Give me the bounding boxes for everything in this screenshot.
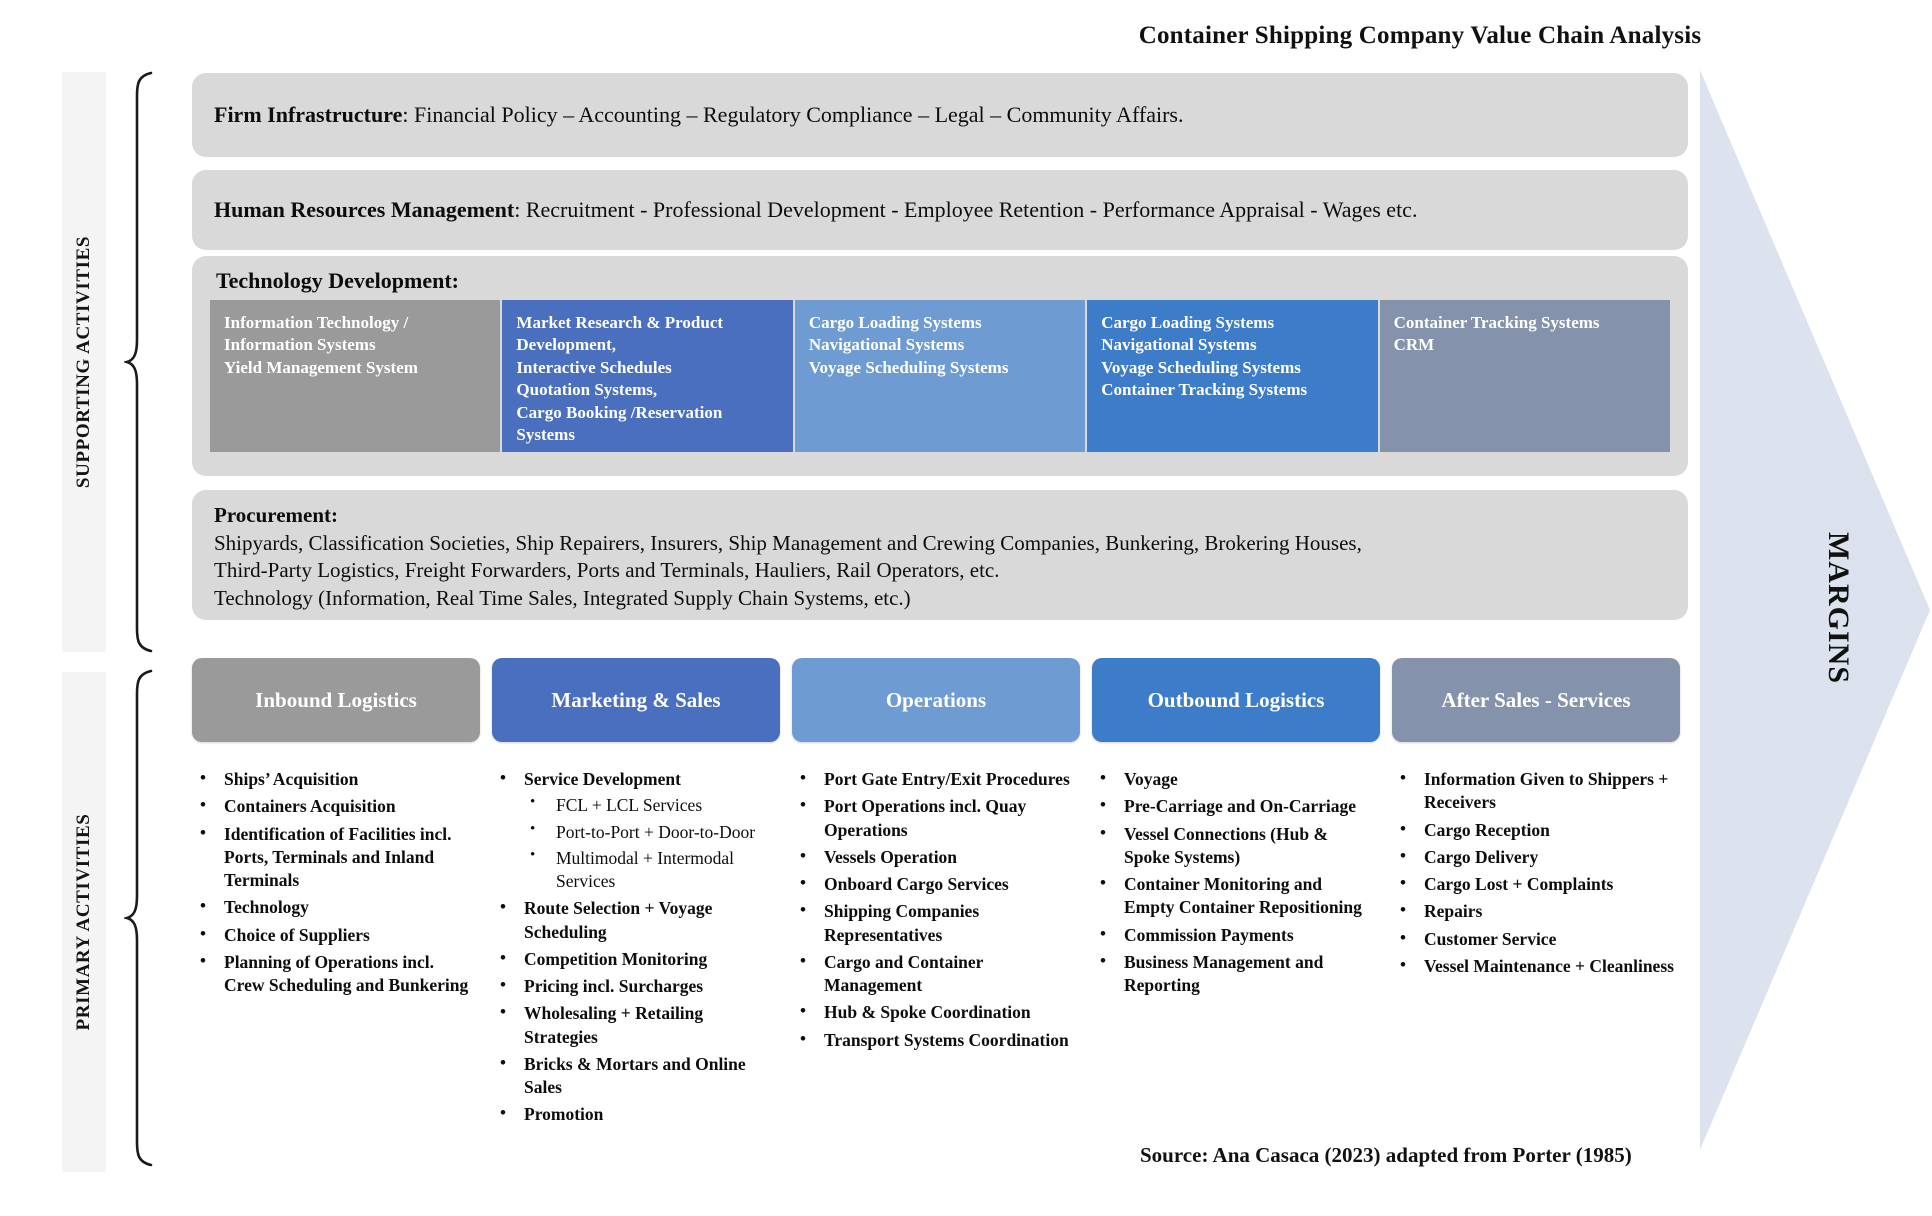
procurement-label: Procurement: (214, 503, 339, 527)
sub-list-item: FCL + LCL Services (524, 793, 776, 817)
technology-box-4: Cargo Loading Systems Navigational Syste… (1087, 300, 1378, 452)
technology-box-5: Container Tracking Systems CRM (1379, 300, 1671, 452)
bullet-list: Service DevelopmentFCL + LCL ServicesPor… (492, 767, 776, 1127)
list-item: Cargo Delivery (1392, 845, 1676, 869)
list-item: Planning of Operations incl. Crew Schedu… (192, 950, 476, 998)
list-item: Identification of Facilities incl. Ports… (192, 822, 476, 893)
technology-development-boxes: Information Technology / Information Sys… (202, 300, 1678, 452)
technology-box-2: Market Research & Product Development, I… (502, 300, 793, 452)
technology-box-text: Market Research & Product Development, I… (516, 313, 724, 445)
list-item: Bricks & Mortars and Online Sales (492, 1052, 776, 1100)
primary-column-header-marketing-sales[interactable]: Marketing & Sales (492, 658, 780, 742)
list-item: Cargo and Container Management (792, 950, 1076, 998)
bullet-list: VoyagePre-Carriage and On-CarriageVessel… (1092, 767, 1376, 998)
primary-activities-label: PRIMARY ACTIVITIES (73, 813, 94, 1031)
firm-infrastructure-text: : Financial Policy – Accounting – Regula… (402, 102, 1184, 127)
supporting-activities-band: SUPPORTING ACTIVITIES (62, 72, 106, 652)
list-item: Service DevelopmentFCL + LCL ServicesPor… (492, 767, 776, 894)
primary-column-after-sales-services: After Sales - ServicesInformation Given … (1392, 658, 1680, 1131)
list-item: Onboard Cargo Services (792, 872, 1076, 896)
primary-activities-band: PRIMARY ACTIVITIES (62, 672, 106, 1172)
list-item: Ships’ Acquisition (192, 767, 476, 791)
procurement-row: Procurement: Shipyards, Classification S… (192, 490, 1688, 620)
bullet-list: Ships’ AcquisitionContainers Acquisition… (192, 767, 476, 998)
list-item: Vessel Maintenance + Cleanliness (1392, 954, 1676, 978)
list-item: Cargo Reception (1392, 818, 1676, 842)
procurement-line: Technology (Information, Real Time Sales… (214, 586, 911, 611)
firm-infrastructure-row: Firm Infrastructure: Financial Policy – … (192, 73, 1688, 157)
list-item: Wholesaling + Retailing Strategies (492, 1001, 776, 1049)
list-item: Customer Service (1392, 927, 1676, 951)
list-item: Shipping Companies Representatives (792, 899, 1076, 947)
supporting-activities-brace (124, 70, 154, 654)
technology-box-text: Container Tracking Systems CRM (1393, 313, 1600, 355)
list-item: Information Given to Shippers + Receiver… (1392, 767, 1676, 815)
primary-column-body-inbound-logistics: Ships’ AcquisitionContainers Acquisition… (192, 767, 480, 998)
primary-column-operations: OperationsPort Gate Entry/Exit Procedure… (792, 658, 1080, 1131)
source-attribution: Source: Ana Casaca (2023) adapted from P… (1140, 1143, 1632, 1167)
list-item: Port Gate Entry/Exit Procedures (792, 767, 1076, 791)
list-item: Choice of Suppliers (192, 923, 476, 947)
primary-column-body-marketing-sales: Service DevelopmentFCL + LCL ServicesPor… (492, 767, 780, 1127)
primary-column-outbound-logistics: Outbound LogisticsVoyagePre-Carriage and… (1092, 658, 1380, 1131)
margins-arrow (1700, 70, 1930, 1150)
primary-column-inbound-logistics: Inbound LogisticsShips’ AcquisitionConta… (192, 658, 480, 1131)
primary-column-body-outbound-logistics: VoyagePre-Carriage and On-CarriageVessel… (1092, 767, 1380, 998)
list-item: Commission Payments (1092, 923, 1376, 947)
supporting-activities-label: SUPPORTING ACTIVITIES (73, 235, 94, 489)
list-item: Vessels Operation (792, 845, 1076, 869)
list-item: Technology (192, 895, 476, 919)
list-item: Route Selection + Voyage Scheduling (492, 896, 776, 944)
primary-column-header-outbound-logistics[interactable]: Outbound Logistics (1092, 658, 1380, 742)
technology-box-text: Cargo Loading Systems Navigational Syste… (1101, 313, 1308, 400)
technology-development-row: Technology Development: Information Tech… (192, 256, 1688, 476)
list-item: Promotion (492, 1102, 776, 1126)
procurement-line: Third-Party Logistics, Freight Forwarder… (214, 558, 1000, 583)
firm-infrastructure-label: Firm Infrastructure (214, 102, 403, 127)
list-item: Transport Systems Coordination (792, 1028, 1076, 1052)
primary-column-body-after-sales-services: Information Given to Shippers + Receiver… (1392, 767, 1680, 978)
primary-column-marketing-sales: Marketing & SalesService DevelopmentFCL … (492, 658, 780, 1131)
list-item: Voyage (1092, 767, 1376, 791)
page-title: Container Shipping Company Value Chain A… (1138, 22, 1702, 49)
primary-column-header-inbound-logistics[interactable]: Inbound Logistics (192, 658, 480, 742)
technology-box-1: Information Technology / Information Sys… (210, 300, 501, 452)
sub-list-item: Multimodal + Intermodal Services (524, 846, 776, 894)
margins-label: MARGINS (1822, 531, 1856, 685)
list-item: Cargo Lost + Complaints (1392, 872, 1676, 896)
list-item: Competition Monitoring (492, 947, 776, 971)
primary-column-body-operations: Port Gate Entry/Exit ProceduresPort Oper… (792, 767, 1080, 1052)
list-item: Repairs (1392, 899, 1676, 923)
sub-list-item: Port-to-Port + Door-to-Door (524, 820, 776, 844)
list-item: Port Operations incl. Quay Operations (792, 794, 1076, 842)
primary-activities-brace (124, 668, 154, 1168)
bullet-list: Port Gate Entry/Exit ProceduresPort Oper… (792, 767, 1076, 1052)
procurement-text: Shipyards, Classification Societies, Shi… (214, 530, 1666, 613)
primary-column-header-after-sales-services[interactable]: After Sales - Services (1392, 658, 1680, 742)
list-item: Containers Acquisition (192, 794, 476, 818)
technology-box-text: Cargo Loading Systems Navigational Syste… (808, 313, 1009, 377)
sub-bullet-list: FCL + LCL ServicesPort-to-Port + Door-to… (524, 793, 776, 894)
list-item: Business Management and Reporting (1092, 950, 1376, 998)
technology-box-text: Information Technology / Information Sys… (224, 313, 418, 377)
human-resources-label: Human Resources Management (214, 197, 515, 222)
technology-development-label: Technology Development: (216, 268, 460, 293)
human-resources-text: : Recruitment - Professional Development… (514, 197, 1418, 222)
list-item: Pricing incl. Surcharges (492, 974, 776, 998)
list-item: Pre-Carriage and On-Carriage (1092, 794, 1376, 818)
list-item: Hub & Spoke Coordination (792, 1000, 1076, 1024)
human-resources-row: Human Resources Management: Recruitment … (192, 170, 1688, 250)
list-item: Container Monitoring and Empty Container… (1092, 872, 1376, 920)
procurement-line: Shipyards, Classification Societies, Shi… (214, 530, 1362, 555)
primary-activities-columns: Inbound LogisticsShips’ AcquisitionConta… (192, 658, 1688, 1131)
technology-box-3: Cargo Loading Systems Navigational Syste… (794, 300, 1086, 452)
list-item: Vessel Connections (Hub & Spoke Systems) (1092, 822, 1376, 870)
primary-column-header-operations[interactable]: Operations (792, 658, 1080, 742)
bullet-list: Information Given to Shippers + Receiver… (1392, 767, 1676, 978)
